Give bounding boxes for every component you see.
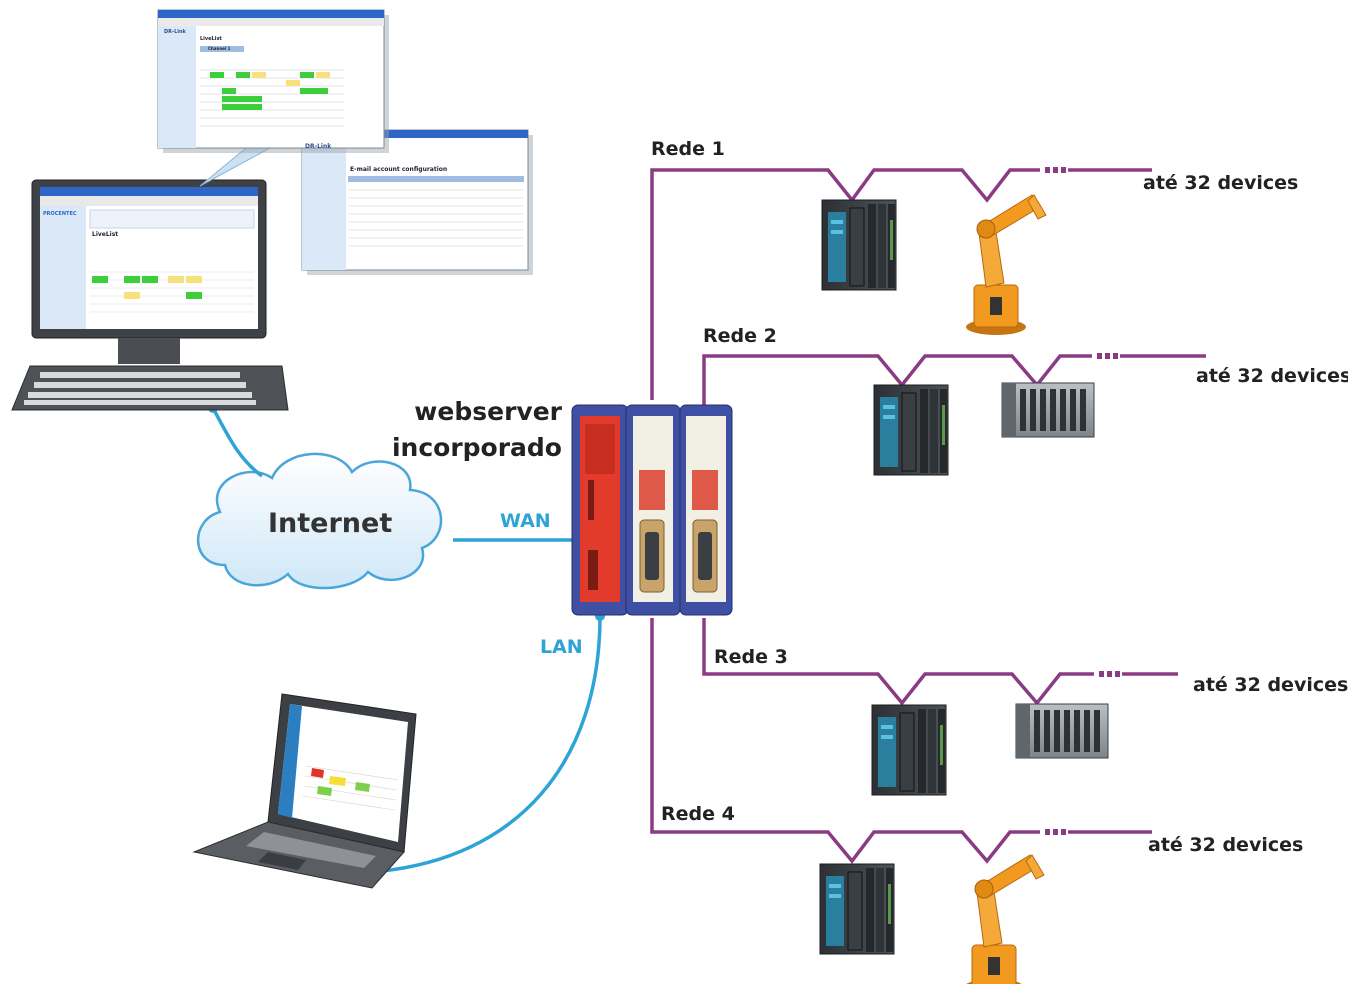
bus-dotted-continuation <box>1045 167 1120 835</box>
robot-arm-icon <box>963 854 1045 988</box>
callout2-title-text: E-mail account configuration <box>350 166 448 173</box>
fieldbus-lines <box>650 168 1206 864</box>
monitor-brand-text: PROCENTEC <box>43 211 77 217</box>
plc-icon <box>821 199 897 291</box>
wan-label: WAN <box>500 510 551 532</box>
webserver-title: webserver incorporado <box>362 394 562 466</box>
desktop-computer <box>11 179 289 411</box>
rede1-devices <box>821 194 1047 336</box>
rede4-label: Rede 4 <box>661 803 735 825</box>
internet-cloud <box>196 452 443 590</box>
robot-arm-icon <box>965 194 1047 336</box>
io-rack-icon <box>1001 382 1095 438</box>
monitor-livelist-text: LiveList <box>92 231 119 238</box>
rede4-devices-label: até 32 devices <box>1148 834 1304 856</box>
callout1-tab-text: Channel 1 <box>208 46 231 51</box>
rede4-devices <box>819 854 1045 988</box>
desktop-to-cloud-line <box>211 407 264 478</box>
lan-label: LAN <box>540 636 583 658</box>
lan-line <box>371 615 602 874</box>
callout2-brand-text: DR-Link <box>305 143 332 150</box>
plc-icon <box>819 863 895 955</box>
rede3-label: Rede 3 <box>714 646 788 668</box>
laptop-computer <box>192 693 417 889</box>
gateway-device <box>571 404 733 616</box>
rede2-devices-label: até 32 devices <box>1196 365 1348 387</box>
callout-screenshots <box>157 9 533 275</box>
callout1-brand-text: DR-Link <box>164 29 186 35</box>
internet-label: Internet <box>268 508 393 539</box>
plc-icon <box>873 384 949 476</box>
rede2-devices <box>873 382 1095 476</box>
plc-icon <box>871 704 947 796</box>
webserver-title-line1: webserver <box>414 397 562 426</box>
rede3-devices <box>871 703 1109 796</box>
webserver-title-line2: incorporado <box>391 433 562 462</box>
callout1-livelist-text: LiveList <box>200 36 222 42</box>
rede1-devices-label: até 32 devices <box>1143 172 1299 194</box>
io-rack-icon <box>1015 703 1109 759</box>
rede1-label: Rede 1 <box>651 138 725 160</box>
rede2-label: Rede 2 <box>703 325 777 347</box>
rede3-devices-label: até 32 devices <box>1193 674 1348 696</box>
